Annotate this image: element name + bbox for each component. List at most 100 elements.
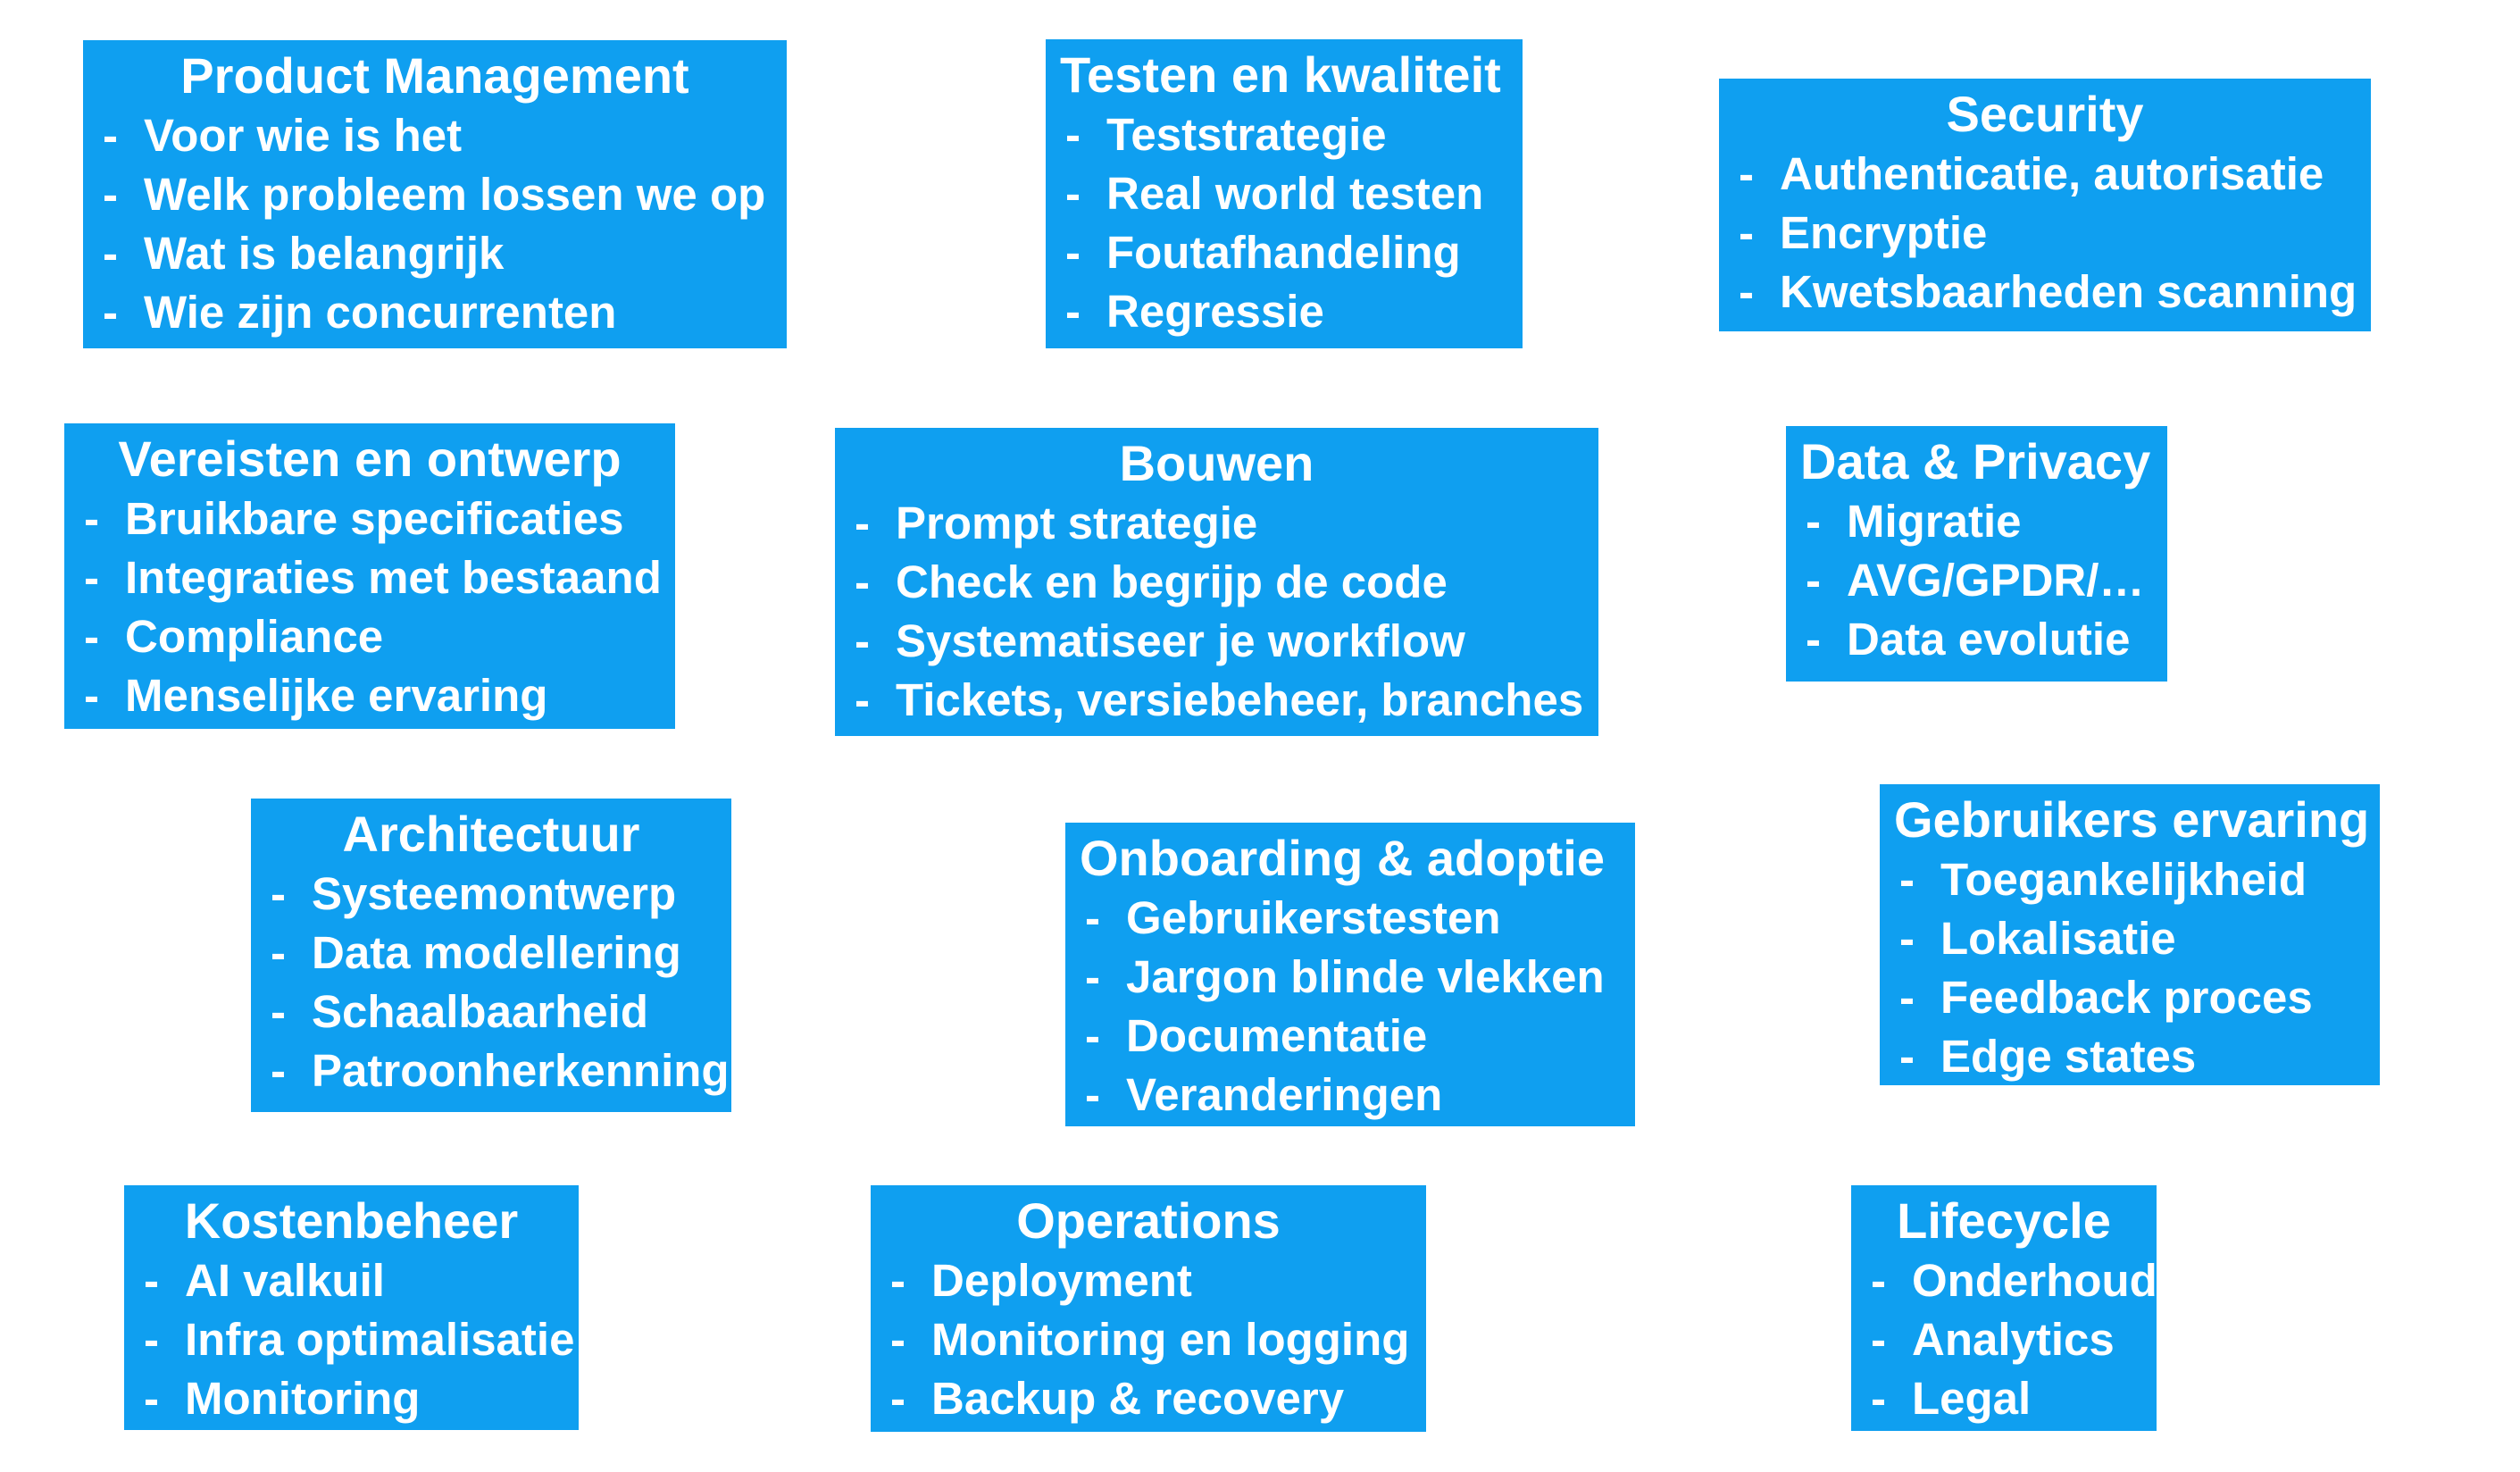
box-title: Vereisten en ontwerp [118,431,622,487]
dash-bullet: - [855,615,870,666]
list-item: -Menselijke ervaring [73,666,666,725]
list-item: -Compliance [73,607,666,666]
item-text: Authenticatie, autorisatie [1780,148,2324,199]
dash-bullet: - [1871,1255,1886,1306]
item-text: Analytics [1912,1314,2115,1365]
item-text: Deployment [931,1255,1192,1306]
dash-bullet: - [271,986,286,1037]
list-item: -Wie zijn concurrenten [92,283,778,342]
item-text: Menselijke ervaring [125,670,548,721]
dash-bullet: - [1065,227,1081,278]
dash-bullet: - [1739,266,1754,317]
dash-bullet: - [271,927,286,978]
topic-box-gebruikers-ervaring: Gebruikers ervaring -Toegankelijkheid -L… [1880,784,2380,1085]
item-text: Kwetsbaarheden scanning [1780,266,2357,317]
list-item: -Backup & recovery [880,1369,1417,1428]
dash-bullet: - [271,868,286,919]
item-text: Regressie [1106,286,1324,337]
item-text: Toegankelijkheid [1940,854,2307,905]
dash-bullet: - [1065,109,1081,160]
item-text: Documentatie [1126,1010,1428,1061]
item-text: Compliance [125,611,384,662]
box-title: Kostenbeheer [184,1192,519,1249]
dash-bullet: - [1806,614,1821,665]
dash-bullet: - [1065,168,1081,219]
list-item: -Deployment [880,1251,1417,1310]
item-text: Wat is belangrijk [144,228,505,279]
list-item: -AI valkuil [133,1251,570,1310]
dash-bullet: - [84,611,99,662]
box-title: Architectuur [342,806,640,862]
list-item: -Prompt strategie [844,494,1590,553]
dash-bullet: - [103,287,118,338]
topic-box-architectuur: Architectuur -Systeemontwerp -Data model… [251,799,731,1112]
list-item: -Jargon blinde vlekken [1074,948,1626,1007]
item-text: Backup & recovery [931,1373,1345,1424]
item-text: Prompt strategie [896,498,1258,548]
box-title: Onboarding & adoptie [1080,830,1605,886]
item-text: Tickets, versiebeheer, branches [896,674,1584,725]
item-text: Gebruikerstesten [1126,892,1501,943]
dash-bullet: - [1085,1069,1100,1120]
box-title: Bouwen [1119,435,1314,491]
dash-bullet: - [1739,148,1754,199]
dash-bullet: - [144,1255,159,1306]
dash-bullet: - [890,1373,905,1424]
item-text: AI valkuil [185,1255,385,1306]
item-text: Foutafhandeling [1106,227,1461,278]
dash-bullet: - [1806,555,1821,606]
box-title: Security [1946,86,2144,142]
item-text: Legal [1912,1373,2032,1424]
item-text: Encryptie [1780,207,1988,258]
item-text: Integraties met bestaand [125,552,662,603]
topic-box-bouwen: Bouwen -Prompt strategie -Check en begri… [835,428,1598,736]
item-text: Monitoring en logging [931,1314,1410,1365]
dash-bullet: - [855,498,870,548]
item-text: Jargon blinde vlekken [1126,951,1605,1002]
list-item: -Legal [1860,1369,2148,1428]
list-item: -Feedback proces [1889,968,2371,1027]
dash-bullet: - [1065,286,1081,337]
dash-bullet: - [1739,207,1754,258]
topic-box-onboarding-adoptie: Onboarding & adoptie - Gebruikerstesten -… [1065,823,1635,1126]
dash-bullet: - [1806,496,1821,547]
dash-bullet: - [1899,972,1915,1023]
list-item: -Regressie [1055,282,1514,341]
box-title: Lifecycle [1897,1192,2111,1249]
dash-bullet: - [1871,1314,1886,1365]
box-title: Data & Privacy [1800,433,2151,489]
item-text: Lokalisatie [1940,913,2176,964]
list-item: -Welk probleem lossen we op [92,165,778,224]
list-item: -Wat is belangrijk [92,224,778,283]
list-item: -Patroonherkenning [260,1041,730,1100]
item-text: AVG/GPDR/… [1847,555,2145,606]
topic-box-vereisten-en-ontwerp: Vereisten en ontwerp -Bruikbare specific… [64,423,675,729]
list-item: -Foutafhandeling [1055,223,1514,282]
list-item: -Data modellering [260,924,722,983]
item-text: Bruikbare specificaties [125,493,624,544]
dash-bullet: - [1899,1031,1915,1082]
item-text: Patroonherkenning [312,1045,730,1096]
item-text: Data evolutie [1847,614,2131,665]
item-text: Onderhoud [1912,1255,2157,1306]
item-text: Welk probleem lossen we op [144,169,766,220]
item-text: Real world testen [1106,168,1484,219]
item-text: Feedback proces [1940,972,2313,1023]
topic-box-kostenbeheer: Kostenbeheer -AI valkuil -Infra optimali… [124,1185,579,1430]
list-item: -Data evolutie [1795,610,2158,669]
item-text: Monitoring [185,1373,421,1424]
list-item: -Lokalisatie [1889,909,2371,968]
list-item: -Encryptie [1728,204,2362,263]
list-item: -Systematiseer je workflow [844,612,1590,671]
item-text: Veranderingen [1126,1069,1443,1120]
dash-bullet: - [890,1314,905,1365]
box-title: Product Management [180,47,689,104]
dash-bullet: - [84,493,99,544]
list-item: -Infra optimalisatie [133,1310,574,1369]
dash-bullet: - [855,674,870,725]
topic-box-product-management: Product Management -Voor wie is het -Wel… [83,40,787,348]
list-item: -Schaalbaarheid [260,983,722,1041]
list-item: -Toegankelijkheid [1889,850,2371,909]
list-item: -AVG/GPDR/… [1795,551,2158,610]
